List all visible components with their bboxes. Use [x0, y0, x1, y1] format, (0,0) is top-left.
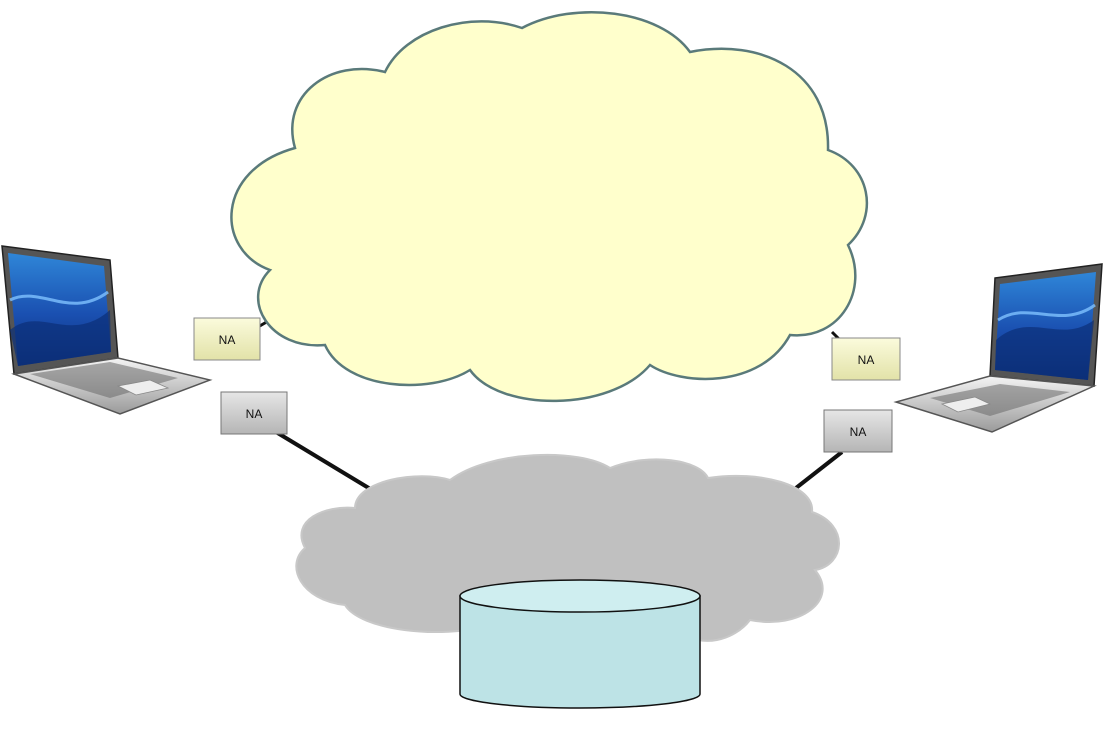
na-label: NA — [219, 333, 236, 347]
link-left-laptop-to-gray-cloud — [274, 430, 374, 492]
left-laptop-icon — [1, 245, 213, 415]
database-cylinder — [459, 579, 701, 709]
na-label: NA — [246, 407, 263, 421]
gray-cloud — [295, 453, 840, 644]
yellow-cloud — [230, 11, 869, 403]
na-label: NA — [850, 425, 867, 439]
na-box-right-yellow: NA — [831, 337, 901, 381]
na-box-left-gray: NA — [220, 391, 288, 435]
na-box-right-gray: NA — [823, 409, 893, 453]
na-label: NA — [858, 353, 875, 367]
na-box-left-yellow: NA — [193, 317, 261, 361]
link-right-laptop-to-gray-cloud — [794, 450, 844, 490]
right-laptop-icon — [893, 263, 1103, 433]
